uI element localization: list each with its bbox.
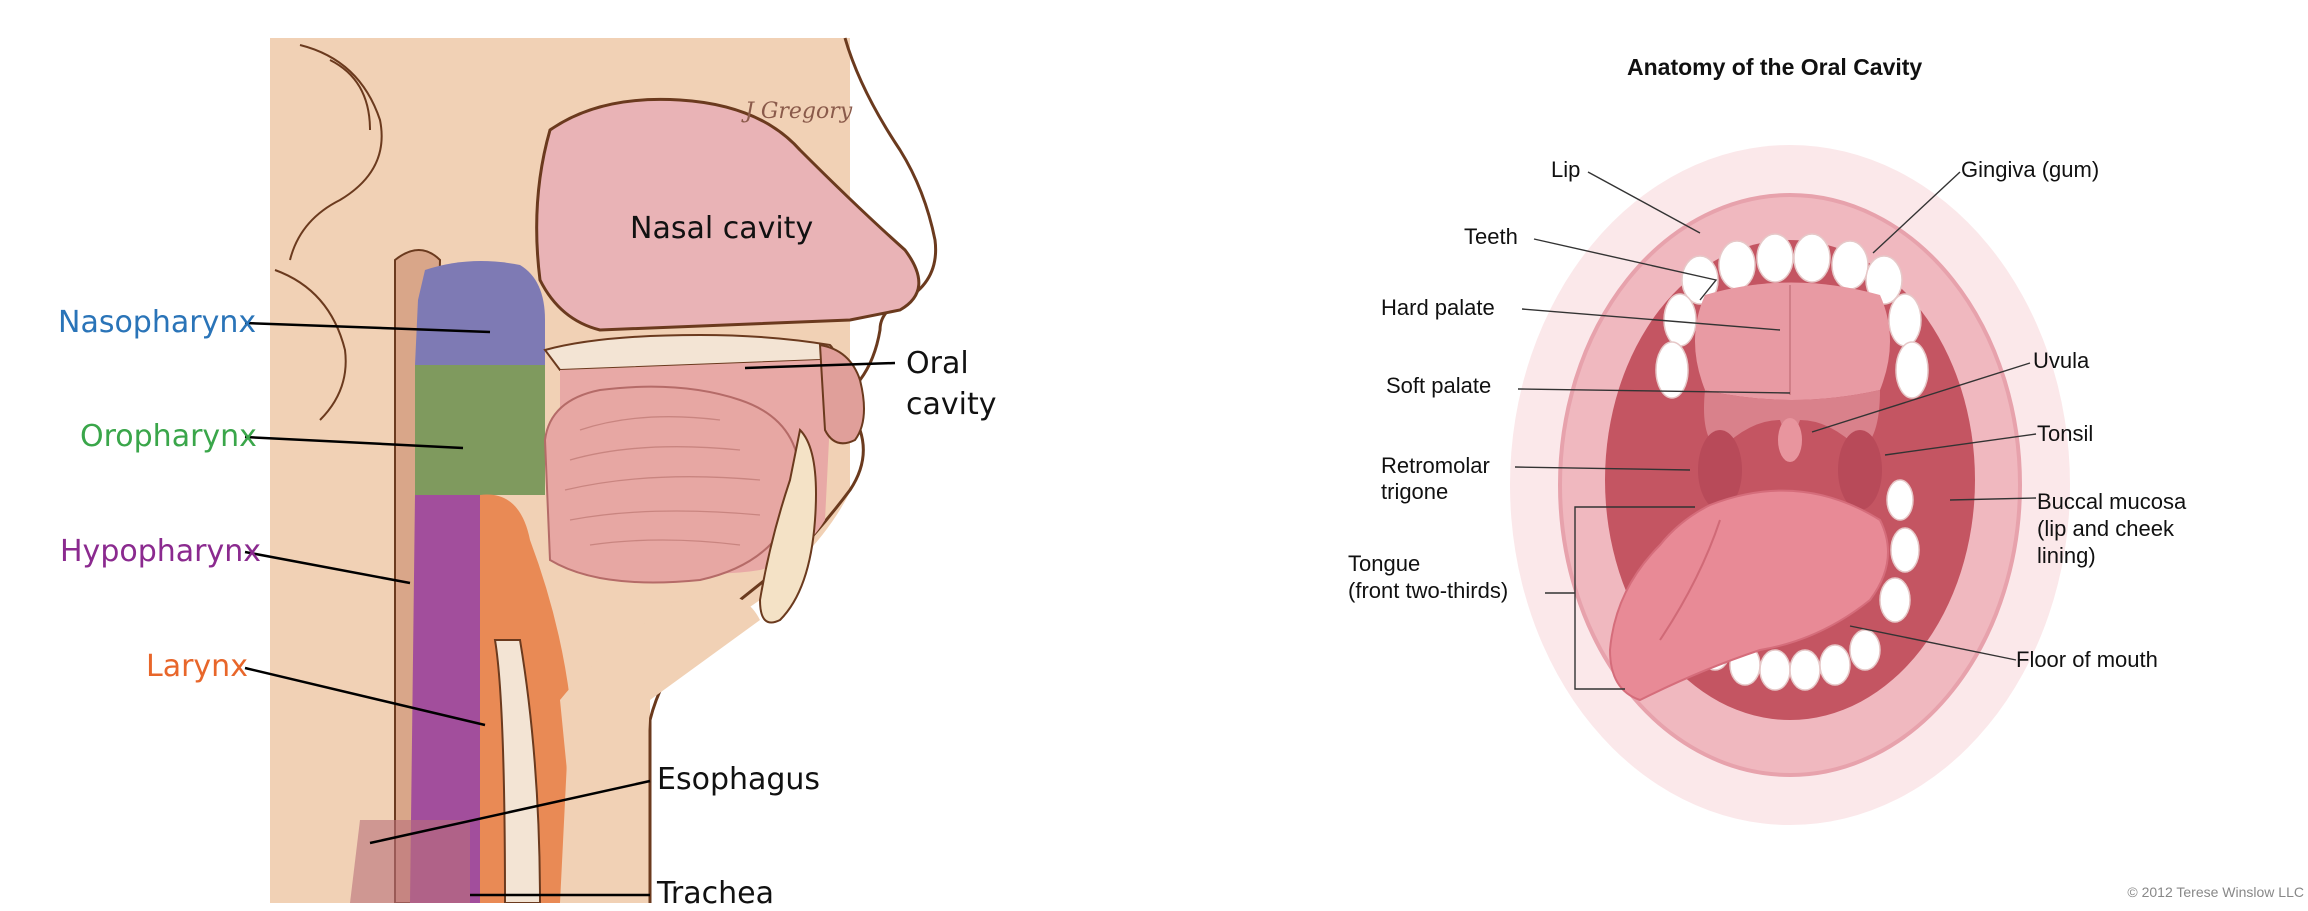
- nasopharynx-region: [415, 261, 545, 365]
- lip-label: Lip: [1551, 157, 1580, 183]
- floor-of-mouth-label: Floor of mouth: [2016, 647, 2158, 673]
- copyright-notice: © 2012 Terese Winslow LLC: [2127, 884, 2304, 900]
- nasal-cavity-label: Nasal cavity: [630, 211, 813, 246]
- hypopharynx-label: Hypopharynx: [60, 534, 261, 569]
- retromolar-label-line1: Retromolar: [1381, 453, 1490, 479]
- oral-cavity-label-line2: cavity: [906, 387, 996, 422]
- artist-signature: J Gregory: [741, 99, 853, 124]
- soft-palate-label: Soft palate: [1386, 373, 1491, 399]
- tongue-label-line2: (front two-thirds): [1348, 578, 1508, 604]
- trachea-label: Trachea: [657, 876, 774, 911]
- esophagus-label: Esophagus: [657, 762, 820, 797]
- uvula-label: Uvula: [2033, 348, 2089, 374]
- head-neck-sagittal-diagram: J Gregory: [245, 38, 936, 903]
- oropharynx-region: [415, 365, 545, 495]
- buccal-label-line1: Buccal mucosa: [2037, 489, 2186, 515]
- teeth-label: Teeth: [1464, 224, 1518, 250]
- hard-palate-label: Hard palate: [1381, 295, 1495, 321]
- retromolar-label-line2: trigone: [1381, 479, 1448, 505]
- uvula-shape: [1778, 418, 1802, 462]
- buccal-label-line3: lining): [2037, 543, 2096, 569]
- hard-palate-area: [1695, 283, 1890, 401]
- gingiva-label: Gingiva (gum): [1961, 157, 2099, 183]
- tonsil-label: Tonsil: [2037, 421, 2093, 447]
- buccal-label-line2: (lip and cheek: [2037, 516, 2174, 542]
- larynx-label: Larynx: [146, 649, 248, 684]
- tongue-label-line1: Tongue: [1348, 551, 1420, 577]
- right-tonsil: [1838, 430, 1882, 510]
- oral-cavity-diagram: [1510, 145, 2070, 825]
- oropharynx-label: Oropharynx: [80, 419, 257, 454]
- oral-cavity-title: Anatomy of the Oral Cavity: [1627, 54, 1922, 81]
- oral-cavity-label-line1: Oral: [906, 346, 969, 381]
- esophagus-region: [350, 820, 470, 903]
- nasopharynx-label: Nasopharynx: [58, 305, 256, 340]
